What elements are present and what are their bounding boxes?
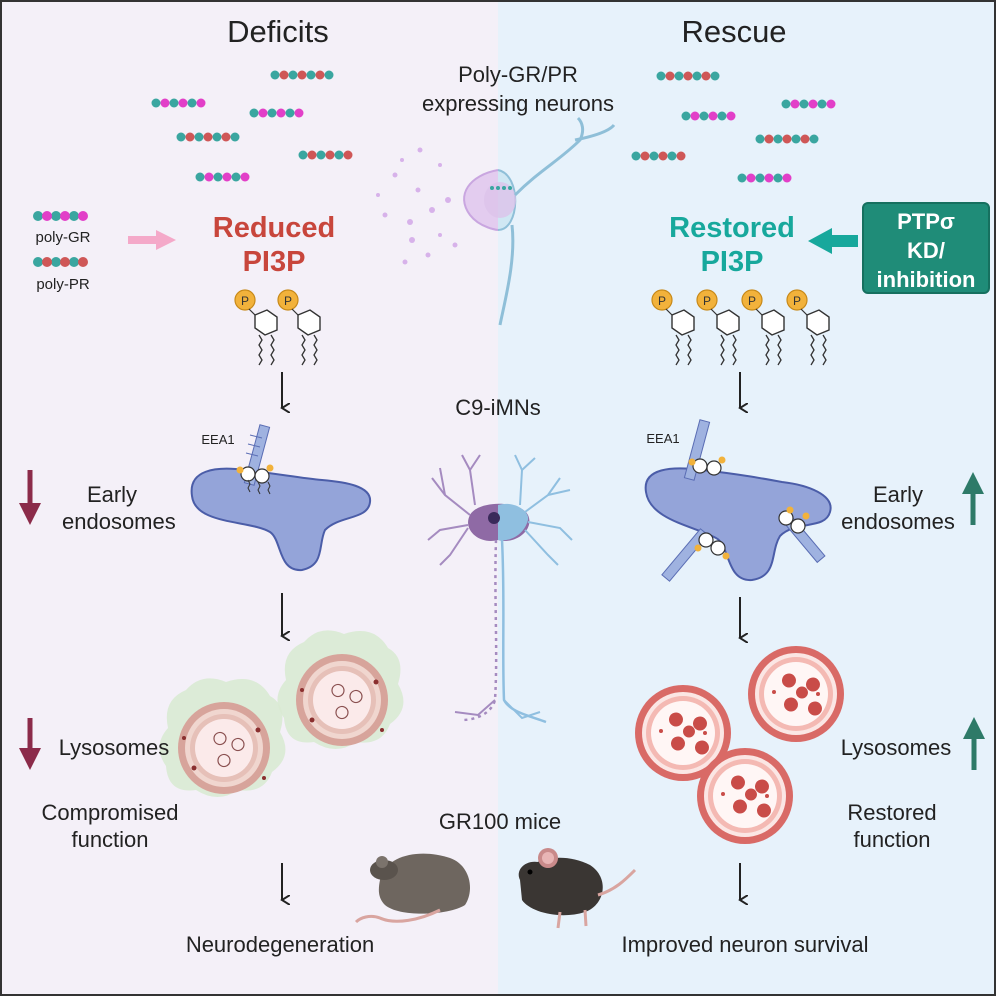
eea1-label-right: EEA1 — [646, 431, 680, 446]
lysosomes-right: Lysosomes — [840, 735, 952, 760]
restored-function-line1: Restored — [847, 800, 937, 825]
restored-pi3p-line2: PI3P — [700, 246, 764, 278]
rescue-title: Rescue — [681, 14, 787, 49]
ptp-line2: KD/ — [907, 238, 945, 263]
ptp-line1: PTPσ — [897, 209, 955, 234]
mouse-icon — [354, 848, 637, 929]
compromised-function-line2: function — [71, 827, 149, 852]
improved-survival-label: Improved neuron survival — [621, 932, 869, 957]
endosome-icon — [190, 424, 372, 572]
ptp-line3: inhibition — [876, 267, 976, 292]
neurodegeneration-label: Neurodegeneration — [185, 932, 375, 957]
early-endosomes-left-line2: endosomes — [62, 509, 176, 534]
legend-poly-pr: poly-PR — [36, 276, 90, 293]
ptp-sigma-box: PTPσ KD/ inhibition — [862, 202, 990, 294]
reduced-pi3p-line2: PI3P — [242, 246, 306, 278]
restored-pi3p-line1: Restored — [669, 212, 795, 244]
compromised-function-line1: Compromised — [41, 800, 179, 825]
arrow-icon — [282, 372, 740, 900]
peptide-chain-icon — [33, 70, 836, 267]
neuron-icon — [427, 454, 573, 724]
c9-imns-label: C9-iMNs — [455, 395, 541, 420]
deficits-title: Deficits — [227, 14, 329, 49]
early-endosomes-right-line2: endosomes — [841, 509, 955, 534]
restored-function-line2: function — [853, 827, 931, 852]
endosome-icon — [644, 419, 832, 582]
neuron-icon — [376, 116, 616, 326]
early-endosomes-right-line1: Early — [872, 482, 924, 507]
reduced-pi3p-line1: Reduced — [212, 212, 336, 244]
neurons-label: Poly-GR/PR expressing neurons — [421, 62, 614, 116]
gr100-mice-label: GR100 mice — [438, 809, 562, 834]
early-endosomes-left-line1: Early — [86, 482, 138, 507]
lysosomes-left: Lysosomes — [58, 735, 170, 760]
eea1-label-left: EEA1 — [201, 432, 235, 447]
legend-poly-gr: poly-GR — [35, 229, 91, 246]
